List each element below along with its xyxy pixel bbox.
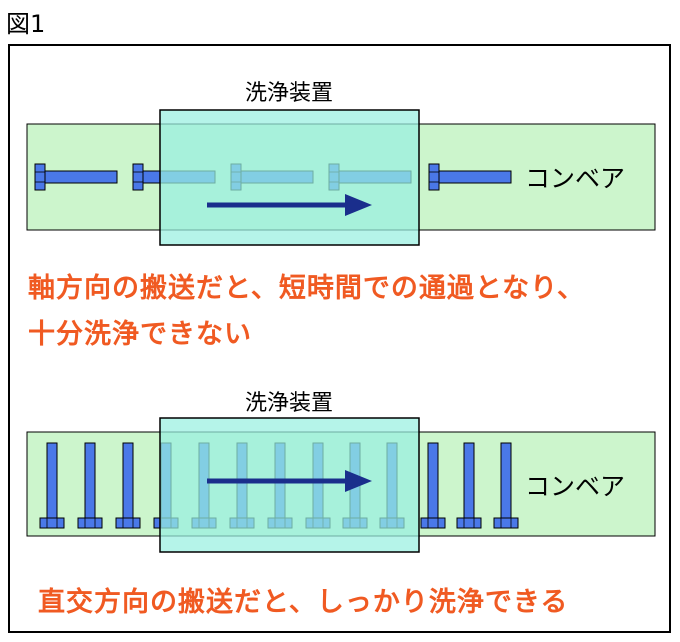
top-caption-line1: 軸方向の搬送だと、短時間での通過となり、 bbox=[28, 273, 586, 304]
top-caption-line2: 十分洗浄できない bbox=[28, 319, 252, 350]
bottom-caption: 直交方向の搬送だと、しっかり洗浄できる bbox=[38, 587, 569, 618]
top-cleaning-device bbox=[159, 109, 420, 246]
bottom-conveyor-label: コンベア bbox=[525, 472, 625, 501]
bottom-device-label: 洗浄装置 bbox=[245, 391, 333, 416]
vertical-bolt bbox=[456, 442, 482, 529]
vertical-bolt bbox=[420, 442, 446, 529]
bottom-cleaning-device bbox=[159, 417, 420, 553]
vertical-bolt bbox=[77, 442, 103, 529]
horizontal-bolt bbox=[34, 163, 118, 191]
vertical-bolt bbox=[39, 442, 65, 529]
vertical-bolt bbox=[115, 442, 141, 529]
top-device-label: 洗浄装置 bbox=[245, 81, 333, 106]
figure-label: 図1 bbox=[6, 10, 46, 38]
vertical-bolt bbox=[493, 442, 519, 529]
top-conveyor-label: コンベア bbox=[525, 164, 625, 193]
top-arrow-head bbox=[345, 194, 372, 216]
bottom-arrow-head bbox=[345, 470, 372, 492]
horizontal-bolt bbox=[428, 163, 512, 191]
